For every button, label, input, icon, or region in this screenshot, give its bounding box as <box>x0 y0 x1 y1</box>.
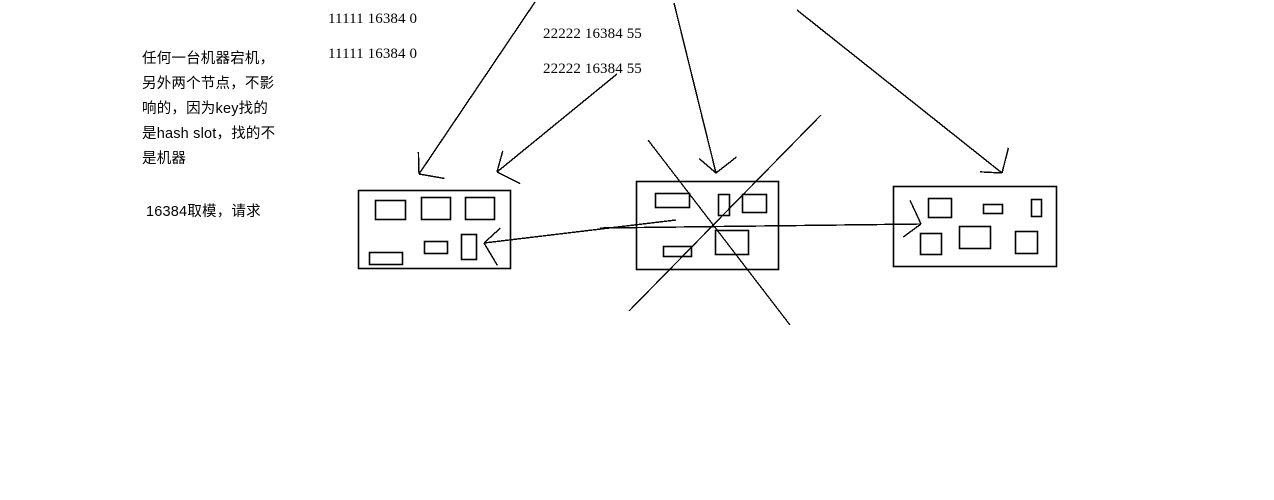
request-arrow-to-node-1-a <box>417 1 536 180</box>
request-arrow-to-node-2-head-barb-1 <box>698 158 717 174</box>
slot-label-left-line-1: 11111 16384 0 <box>328 11 418 27</box>
redirect-arrow-node-2-to-node-3-head-barb-2 <box>909 200 922 225</box>
cluster-node-right-outline <box>892 185 1058 268</box>
request-arrow-to-node-3-head-barb-1 <box>979 171 1003 174</box>
cluster-node-left-outline <box>357 189 512 270</box>
request-arrow-to-node-1-a-head-barb-2 <box>418 173 445 180</box>
cluster-node-right-hash-slot-6 <box>1014 230 1039 255</box>
request-arrow-to-node-2-head-barb-2 <box>715 156 737 174</box>
cluster-node-left-hash-slot-6 <box>460 233 478 261</box>
cluster-node-left-hash-slot-5 <box>423 240 449 255</box>
redirect-arrow-node-2-to-node-1 <box>483 219 677 266</box>
cluster-node-right-hash-slot-5 <box>958 225 992 250</box>
cluster-node-middle-hash-slot-1 <box>654 192 691 209</box>
cluster-node-left-hash-slot-1 <box>374 199 407 221</box>
request-arrow-to-node-3-head-barb-2 <box>1001 147 1010 174</box>
cluster-node-right <box>892 185 1058 268</box>
node-2-failure-cross-stroke-2 <box>628 114 822 312</box>
cluster-node-left-hash-slot-2 <box>420 196 452 221</box>
request-arrow-to-node-2-shaft <box>673 2 717 174</box>
redirect-arrow-node-2-to-node-1-head-barb-2 <box>483 242 498 266</box>
request-arrow-to-node-2 <box>673 2 737 174</box>
explanation-note-line-3: 响的，因为key找的 <box>142 101 269 117</box>
explanation-note-line-1: 任何一台机器宕机， <box>142 51 275 67</box>
arrows-group <box>417 1 1010 266</box>
cluster-node-middle-hash-slot-5 <box>714 229 750 256</box>
redirect-arrow-node-2-to-node-1-head-barb-1 <box>483 227 501 244</box>
request-arrow-to-node-3-shaft <box>796 9 1003 174</box>
cluster-node-left-hash-slot-4 <box>368 251 404 266</box>
slot-label-right-line-1: 22222 16384 55 <box>543 26 642 42</box>
failure-cross-group <box>628 114 822 326</box>
cluster-node-middle-hash-slot-4 <box>662 245 693 258</box>
explanation-note-line-5: 是机器 <box>142 151 187 167</box>
explanation-note-line-2: 另外两个节点，不影 <box>142 76 275 92</box>
cluster-node-right-hash-slot-4 <box>919 232 943 256</box>
redirect-arrow-node-2-to-node-3-shaft <box>599 223 922 229</box>
explanation-note-line-4: 是hash slot，找的不 <box>142 126 276 142</box>
request-arrow-to-node-1-b-head-barb-2 <box>496 171 521 185</box>
modulo-note: 16384取模，请求 <box>146 204 261 220</box>
cluster-node-left <box>357 189 512 270</box>
cluster-node-right-hash-slot-3 <box>1030 198 1043 218</box>
cluster-nodes-group <box>357 180 1058 271</box>
slot-label-left-line-2: 11111 16384 0 <box>328 46 418 62</box>
request-arrow-to-node-1-a-shaft <box>418 1 536 175</box>
redirect-arrow-node-2-to-node-1-shaft <box>483 219 677 244</box>
node-2-failure-cross-stroke-1 <box>647 139 791 326</box>
request-arrow-to-node-3 <box>796 9 1010 174</box>
cluster-node-left-hash-slot-3 <box>464 196 496 221</box>
cluster-node-middle-hash-slot-2 <box>717 193 731 217</box>
redirect-arrow-node-2-to-node-3-head-barb-1 <box>902 223 922 238</box>
redirect-arrow-node-2-to-node-3 <box>599 200 922 238</box>
request-arrow-to-node-1-b-head-barb-1 <box>496 150 504 173</box>
slot-label-group-left: 11111 16384 0 11111 16384 0 <box>328 7 418 62</box>
cluster-node-right-hash-slot-1 <box>927 197 953 219</box>
slot-label-right-line-2: 22222 16384 55 <box>543 61 642 77</box>
request-arrow-to-node-1-a-head-barb-1 <box>417 151 420 175</box>
cluster-node-right-hash-slot-2 <box>982 203 1004 215</box>
explanation-note: 任何一台机器宕机， 另外两个节点，不影 响的，因为key找的 是hash slo… <box>142 47 275 172</box>
slot-label-group-right: 22222 16384 55 22222 16384 55 <box>543 22 642 77</box>
cluster-node-middle-hash-slot-3 <box>741 193 768 214</box>
request-arrow-to-node-1-b <box>496 73 618 185</box>
request-arrow-to-node-1-b-shaft <box>496 73 618 173</box>
